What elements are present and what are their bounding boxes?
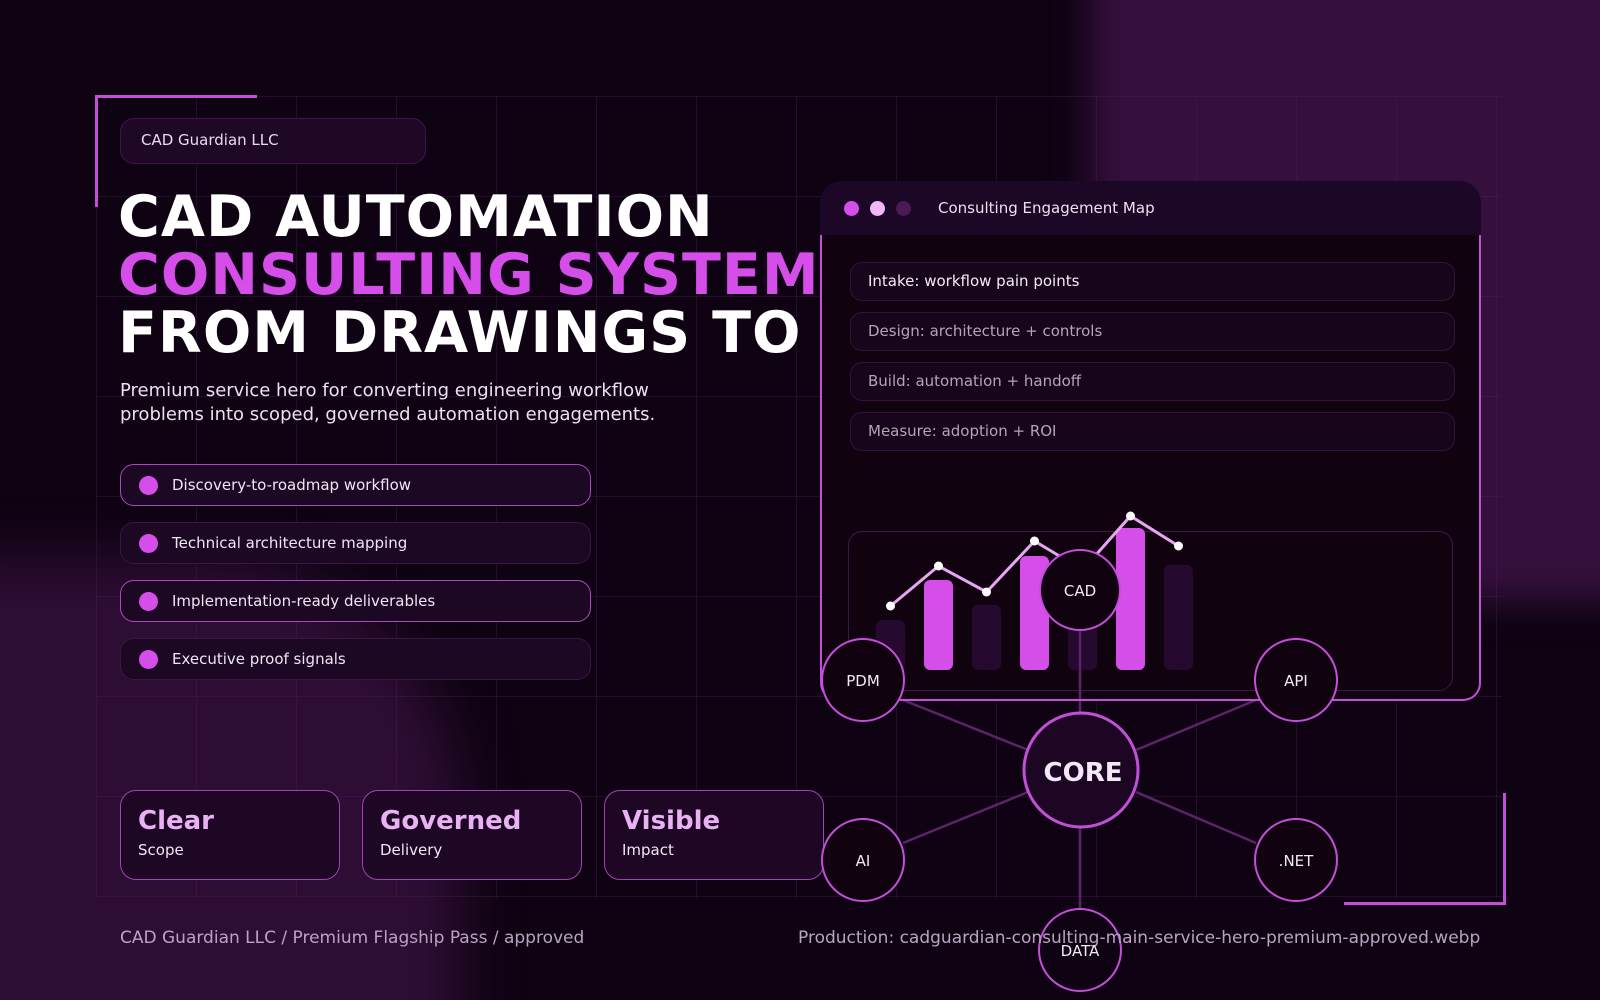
stat-card-scope: Clear Scope	[120, 790, 340, 880]
window-dot-icon[interactable]	[844, 200, 859, 216]
feature-label: Discovery-to-roadmap workflow	[172, 476, 412, 494]
network-node-cad[interactable]: CAD	[1039, 549, 1121, 631]
trend-point	[1126, 511, 1135, 521]
network-node-pdm[interactable]: PDM	[821, 638, 905, 722]
network-node-dotnet[interactable]: .NET	[1254, 818, 1338, 902]
footer-filename: Production: cadguardian-consulting-main-…	[798, 928, 1481, 948]
corner-bracket-top-left	[95, 95, 257, 207]
trend-point	[934, 561, 943, 571]
stat-label: Impact	[622, 841, 674, 859]
stat-label: Delivery	[380, 841, 443, 859]
bullet-dot-icon	[139, 649, 158, 669]
trend-point	[982, 587, 991, 597]
window-title: Consulting Engagement Map	[938, 199, 1155, 217]
bullet-dot-icon	[139, 533, 158, 553]
feature-list: Discovery-to-roadmap workflow Technical …	[120, 464, 591, 696]
feature-item[interactable]: Executive proof signals	[120, 638, 591, 680]
title-line-1: CAD AUTOMATION	[118, 184, 714, 250]
step-intake[interactable]: Intake: workflow pain points	[850, 262, 1455, 301]
hero-subtitle: Premium service hero for converting engi…	[120, 380, 656, 425]
stat-value: Visible	[622, 806, 721, 836]
feature-item[interactable]: Implementation-ready deliverables	[120, 580, 591, 622]
trend-point	[1030, 536, 1039, 546]
feature-item[interactable]: Technical architecture mapping	[120, 522, 591, 564]
hero-title: CAD AUTOMATION CONSULTING SYSTEM FROM DR…	[118, 188, 820, 362]
stat-card-delivery: Governed Delivery	[362, 790, 582, 880]
chart-bar	[972, 605, 1001, 670]
mini-chart-frame	[848, 531, 1453, 691]
title-line-3: FROM DRAWINGS TO	[118, 300, 802, 366]
feature-label: Technical architecture mapping	[172, 534, 408, 552]
network-node-ai[interactable]: AI	[821, 818, 905, 902]
footer-credit: CAD Guardian LLC / Premium Flagship Pass…	[120, 928, 585, 948]
node-label: PDM	[846, 672, 880, 690]
feature-item[interactable]: Discovery-to-roadmap workflow	[120, 464, 591, 506]
bullet-dot-icon	[139, 475, 158, 495]
feature-label: Implementation-ready deliverables	[172, 592, 436, 610]
trend-point	[886, 601, 895, 611]
node-label: .NET	[1279, 852, 1314, 870]
step-measure[interactable]: Measure: adoption + ROI	[850, 412, 1455, 451]
brand-name: CAD Guardian LLC	[141, 131, 279, 149]
node-label: CORE	[1044, 758, 1123, 788]
window-dot-icon[interactable]	[870, 200, 885, 216]
feature-label: Executive proof signals	[172, 650, 346, 668]
chart-bar	[1164, 565, 1193, 670]
brand-pill: CAD Guardian LLC	[120, 118, 426, 164]
step-build[interactable]: Build: automation + handoff	[850, 362, 1455, 401]
node-label: CAD	[1064, 582, 1096, 600]
window-titlebar: Consulting Engagement Map	[820, 181, 1481, 235]
network-node-core[interactable]: CORE	[1022, 711, 1140, 829]
chart-bar	[1116, 528, 1145, 670]
stat-value: Governed	[380, 806, 522, 836]
chart-bar	[924, 580, 953, 670]
network-node-api[interactable]: API	[1254, 638, 1338, 722]
stat-value: Clear	[138, 806, 214, 836]
title-line-2: CONSULTING SYSTEM	[118, 242, 820, 308]
stat-label: Scope	[138, 841, 184, 859]
node-label: API	[1284, 672, 1308, 690]
network-node-data[interactable]	[1038, 908, 1122, 992]
mini-bar-chart	[876, 528, 1193, 670]
stat-card-impact: Visible Impact	[604, 790, 824, 880]
stat-cards: Clear Scope Governed Delivery Visible Im…	[120, 790, 824, 880]
corner-bracket-bottom-right	[1344, 793, 1506, 905]
trend-point	[1174, 541, 1183, 551]
node-label: AI	[856, 852, 871, 870]
window-dot-icon[interactable]	[896, 200, 911, 216]
step-design[interactable]: Design: architecture + controls	[850, 312, 1455, 351]
bullet-dot-icon	[139, 591, 158, 611]
